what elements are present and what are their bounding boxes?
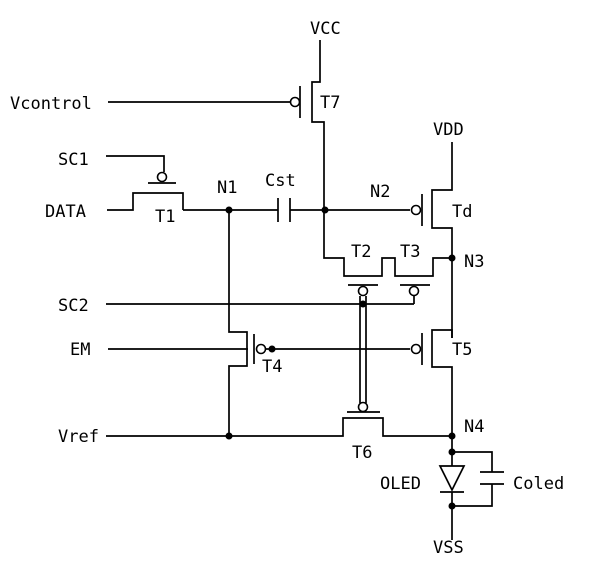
t6-transistor [106,403,452,437]
td-label: Td [452,202,472,222]
t4-label: T4 [262,357,282,377]
n1-label: N1 [217,178,237,198]
t1-label: T1 [155,207,175,227]
t4-channel-wire [229,210,247,436]
coled-top-junction [449,449,456,456]
coled-bottom-junction [449,503,456,510]
t4-transistor [229,210,266,436]
t1-transistor [106,156,183,210]
t2-gate-bubble [359,287,368,296]
vcc-label: VCC [310,19,341,39]
t7-label: T7 [320,93,340,113]
t6-gate-bubble [359,403,368,412]
t6-label: T6 [352,443,372,463]
oled-label: OLED [380,474,421,494]
data-label: DATA [45,202,86,222]
coled-capacitor [452,452,504,506]
sc1-label: SC1 [58,150,89,170]
sc1-wire [106,156,164,172]
vref-t6-wire [106,418,452,436]
t3-gate-bubble [410,287,419,296]
td-transistor [412,142,453,338]
t7-gate-bubble [291,98,300,107]
oled-triangle [440,466,464,490]
td-channel-wire [432,142,452,338]
sc2-label: SC2 [58,296,89,316]
t3-label: T3 [400,242,420,262]
em-label: EM [70,340,90,360]
vdd-label: VDD [433,120,464,140]
t5-channel-wire [432,330,452,466]
t5-transistor [412,330,453,466]
coled-label: Coled [513,474,564,494]
t4-gate-bubble [257,345,266,354]
em-junction [269,346,276,353]
n3-label: N3 [464,252,484,272]
cst-label: Cst [265,171,296,191]
vcontrol-label: Vcontrol [10,94,92,114]
n2-junction [322,207,329,214]
n2-label: N2 [370,182,390,202]
vref-junction [226,433,233,440]
t5-label: T5 [452,340,472,360]
vref-label: Vref [58,427,99,447]
t2-label: T2 [351,242,371,262]
td-gate-bubble [412,206,421,215]
t1-gate-bubble [158,173,167,182]
n4-junction [449,433,456,440]
n4-label: N4 [464,417,484,437]
t5-gate-bubble [412,345,421,354]
coled-top-wire [452,452,492,472]
t7-channel-wire [312,40,324,212]
coled-bottom-wire [452,484,492,506]
vss-label: VSS [433,538,464,558]
